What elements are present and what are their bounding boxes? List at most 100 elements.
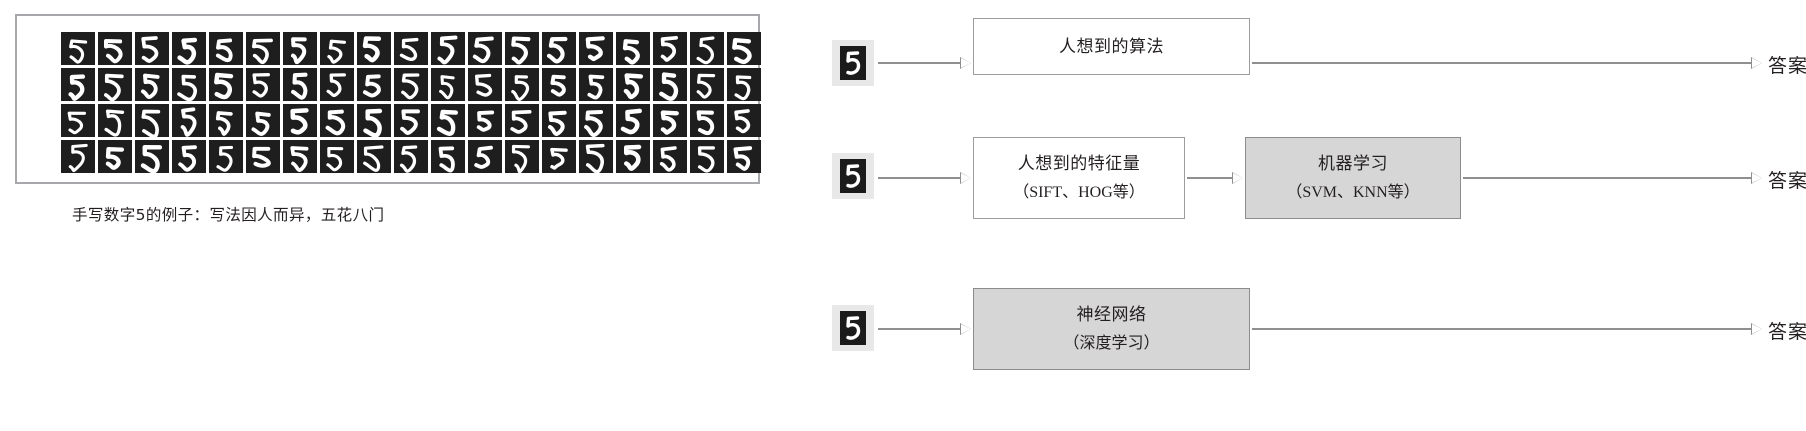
mnist-digit-tile bbox=[653, 104, 687, 137]
digit-5-glyph bbox=[291, 72, 308, 100]
digit-5-glyph bbox=[439, 75, 455, 100]
arrow-input-to-algorithm bbox=[878, 57, 971, 69]
digit-5-glyph bbox=[659, 72, 679, 101]
digit-5-glyph bbox=[252, 73, 270, 98]
mnist-digit-tile bbox=[431, 32, 465, 65]
digit-5-glyph bbox=[67, 111, 87, 135]
mnist-sample-panel bbox=[15, 14, 761, 184]
digit-5-glyph bbox=[177, 37, 198, 65]
digit-5-glyph bbox=[734, 75, 752, 101]
digit-5-glyph bbox=[180, 107, 197, 137]
mnist-digit-tile bbox=[172, 140, 206, 173]
mnist-digit-tile bbox=[468, 32, 502, 65]
digit-5-glyph bbox=[362, 74, 381, 98]
mnist-digit-tile bbox=[616, 32, 650, 65]
mnist-digit-tile bbox=[246, 104, 280, 137]
digit-5-glyph bbox=[437, 35, 458, 65]
mnist-digit-tile bbox=[727, 68, 761, 101]
digit-5-glyph bbox=[510, 109, 532, 134]
mnist-digit-tile bbox=[542, 32, 576, 65]
mnist-digit-tile bbox=[394, 104, 428, 137]
digit-5-glyph bbox=[104, 109, 125, 137]
node-machine-learning[interactable]: 机器学习 （SVM、KNN等） bbox=[1245, 137, 1461, 219]
approach-flow-diagram: 人想到的算法 答案 人想到的特征量 （SIFT、HOG等） bbox=[820, 0, 1806, 431]
node-human-algorithm[interactable]: 人想到的算法 bbox=[973, 18, 1250, 75]
node-label-line2: （SVM、KNN等） bbox=[1286, 184, 1420, 201]
digit-5-glyph bbox=[734, 109, 751, 134]
node-neural-network[interactable]: 神经网络 （深度学习） bbox=[973, 288, 1250, 370]
digit-5-glyph bbox=[327, 39, 346, 64]
mnist-digit-tile bbox=[616, 140, 650, 173]
digit-5-glyph bbox=[215, 38, 233, 63]
digit-5-glyph bbox=[584, 109, 604, 137]
digit-5-glyph bbox=[399, 145, 418, 173]
mnist-digit-tile bbox=[172, 104, 206, 137]
digit-tile bbox=[840, 311, 866, 345]
digit-5-glyph bbox=[400, 109, 420, 135]
node-human-features[interactable]: 人想到的特征量 （SIFT、HOG等） bbox=[973, 137, 1185, 219]
mnist-digit-tile bbox=[98, 68, 132, 101]
digit-5-glyph bbox=[141, 109, 161, 137]
digit-5-glyph bbox=[215, 111, 233, 136]
digit-5-glyph bbox=[732, 38, 752, 65]
arrow-input-to-neural-network bbox=[878, 323, 971, 335]
digit-5-glyph bbox=[105, 147, 125, 170]
digit-5-glyph bbox=[846, 316, 861, 340]
digit-5-glyph bbox=[363, 145, 384, 172]
mnist-digit-tile bbox=[98, 32, 132, 65]
mnist-digit-tile bbox=[690, 32, 724, 65]
arrow-features-to-machine-learning bbox=[1187, 172, 1243, 184]
mnist-digit-tile bbox=[61, 104, 95, 137]
digit-5-glyph bbox=[585, 36, 605, 62]
digit-5-glyph bbox=[290, 146, 309, 172]
node-label-line1: 人想到的算法 bbox=[1059, 37, 1164, 56]
digit-5-glyph bbox=[103, 38, 123, 64]
digit-5-glyph bbox=[216, 145, 234, 172]
mnist-digit-tile bbox=[394, 32, 428, 65]
digit-5-glyph bbox=[511, 75, 529, 101]
mnist-digit-tile bbox=[135, 140, 169, 173]
digit-5-glyph bbox=[104, 73, 124, 101]
mnist-digit-tile bbox=[505, 32, 539, 65]
mnist-digit-tile bbox=[283, 104, 317, 137]
handwritten-5-thumbnail-icon bbox=[832, 305, 874, 351]
mnist-digit-tile bbox=[283, 68, 317, 101]
mnist-digit-tile bbox=[357, 104, 391, 137]
digit-5-glyph bbox=[399, 37, 419, 61]
digit-5-glyph bbox=[436, 109, 458, 136]
digit-5-glyph bbox=[290, 108, 309, 135]
mnist-digit-tile bbox=[727, 140, 761, 173]
digit-5-glyph bbox=[696, 110, 715, 136]
flow-row-human-algorithm: 人想到的算法 答案 bbox=[820, 7, 1806, 117]
mnist-digit-tile bbox=[468, 104, 502, 137]
arrow-machine-learning-to-answer bbox=[1463, 172, 1762, 184]
digit-5-glyph bbox=[550, 74, 566, 97]
mnist-digit-tile bbox=[209, 32, 243, 65]
mnist-digit-tile bbox=[690, 140, 724, 173]
mnist-digit-tile bbox=[431, 68, 465, 101]
mnist-digit-tile bbox=[246, 32, 280, 65]
mnist-digit-tile bbox=[61, 32, 95, 65]
mnist-digit-tile bbox=[431, 104, 465, 137]
handwritten-5-thumbnail-icon bbox=[832, 40, 874, 86]
mnist-digit-tile bbox=[394, 68, 428, 101]
digit-5-glyph bbox=[362, 36, 382, 63]
digit-5-glyph bbox=[177, 74, 197, 101]
digit-tile bbox=[840, 159, 866, 193]
mnist-digit-tile bbox=[98, 140, 132, 173]
mnist-digit-tile bbox=[542, 68, 576, 101]
mnist-digit-tile bbox=[172, 68, 206, 101]
mnist-digit-tile bbox=[542, 104, 576, 137]
mnist-digit-tile bbox=[542, 140, 576, 173]
digit-5-glyph bbox=[68, 74, 86, 101]
node-label-line2: （SIFT、HOG等） bbox=[1013, 184, 1145, 201]
mnist-digit-tile bbox=[172, 32, 206, 65]
answer-label-row1: 答案 bbox=[1768, 56, 1806, 77]
digit-5-glyph bbox=[624, 144, 642, 171]
digit-5-glyph bbox=[69, 39, 88, 64]
digit-5-glyph bbox=[511, 36, 531, 65]
mnist-digit-tile bbox=[616, 104, 650, 137]
digit-5-glyph bbox=[475, 73, 493, 97]
mnist-digit-tile bbox=[246, 68, 280, 101]
digit-5-glyph bbox=[659, 146, 677, 172]
